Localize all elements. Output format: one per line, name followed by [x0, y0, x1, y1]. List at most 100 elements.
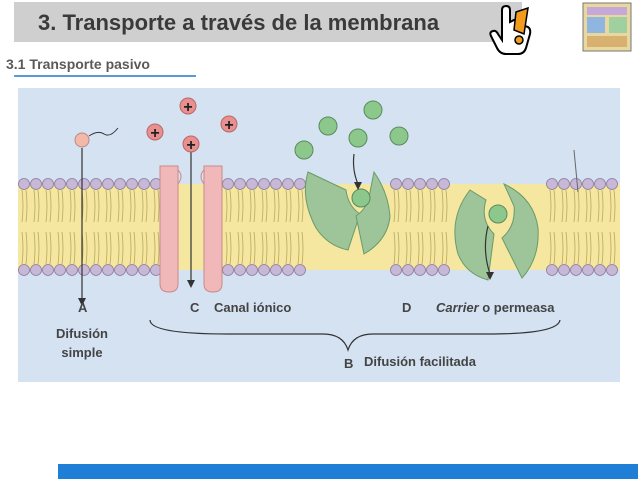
- lipid-tail: [241, 189, 244, 223]
- lipid-head: [246, 264, 258, 276]
- lipid-tail: [105, 231, 108, 265]
- lipid-tail: [145, 231, 148, 265]
- lipid-tail: [33, 231, 36, 265]
- lipid-tail: [261, 231, 264, 265]
- label-a-text-line1: Difusión: [56, 326, 108, 341]
- lipid-tail: [417, 189, 420, 223]
- lipid-tail: [585, 231, 588, 265]
- lipid-tail: [73, 189, 76, 223]
- carrier-entry-arrow: [352, 153, 359, 185]
- lipid-tail: [133, 231, 136, 265]
- lipid-tail: [417, 231, 420, 265]
- label-d-italic: Carrier: [436, 300, 479, 315]
- lipid-tail: [49, 189, 52, 223]
- lipid-head: [558, 178, 570, 190]
- lipid-tail: [93, 189, 96, 223]
- lipid-tail: [409, 231, 412, 265]
- lipid-head: [234, 178, 246, 190]
- lipid-tail: [613, 231, 616, 265]
- lipid-tail: [253, 189, 256, 223]
- lipid-head: [390, 264, 402, 276]
- lipid-tail: [289, 231, 292, 265]
- lipid-tail: [601, 189, 604, 223]
- lipid-tail: [145, 189, 148, 223]
- label-c-letter: C: [190, 300, 200, 315]
- lipid-tail: [397, 231, 400, 265]
- lipid-tail: [421, 231, 424, 265]
- lipid-head: [294, 178, 306, 190]
- lipid-tail: [253, 231, 256, 265]
- lipid-tail: [117, 189, 120, 223]
- page-title: 3. Transporte a través de la membrana: [38, 10, 440, 35]
- lipid-head: [258, 264, 270, 276]
- lipid-head: [606, 264, 618, 276]
- lipid-tail: [553, 189, 556, 223]
- solute-3: [348, 128, 368, 148]
- lipid-tails-bottom: [21, 231, 616, 265]
- lipid-tail: [445, 231, 448, 265]
- lipid-head: [414, 178, 426, 190]
- lipid-tail: [277, 231, 280, 265]
- lipid-tail: [405, 189, 408, 223]
- ion-channel-protein: [159, 165, 223, 293]
- label-d-text: Carrier o permeasa: [436, 300, 555, 315]
- lipid-tail: [261, 189, 264, 223]
- lipid-head: [390, 178, 402, 190]
- lipid-tail: [237, 231, 240, 265]
- lipid-tail: [597, 231, 600, 265]
- lipid-tail: [573, 231, 576, 265]
- footer-accent-bar: [58, 464, 638, 479]
- label-b-text: Difusión facilitada: [364, 354, 476, 369]
- ion-plus-2: +: [146, 123, 164, 142]
- membrane-illustration: + + + +: [18, 97, 620, 353]
- lipid-tail: [589, 189, 592, 223]
- membrane-transport-diagram: + + + +: [18, 88, 620, 382]
- pointing-hand-icon[interactable]: [488, 4, 532, 56]
- lipid-head: [66, 264, 78, 276]
- solute-5: [294, 140, 314, 160]
- lipid-tail: [57, 231, 60, 265]
- ion-plus-sign: +: [150, 125, 159, 142]
- lipid-tail: [109, 189, 112, 223]
- label-a-letter: A: [78, 300, 88, 315]
- lipid-tail: [441, 231, 444, 265]
- lipid-tail: [433, 231, 436, 265]
- label-b-letter: B: [344, 356, 354, 371]
- lipid-head: [30, 264, 42, 276]
- lipid-head: [126, 264, 138, 276]
- ion-plus-3: +: [220, 115, 238, 134]
- lipid-head: [270, 178, 282, 190]
- lipid-tail: [61, 189, 64, 223]
- lipid-head: [30, 178, 42, 190]
- lipid-head: [42, 264, 54, 276]
- lipid-head: [414, 264, 426, 276]
- lipid-heads-bottom: [18, 264, 618, 276]
- lipid-tail: [21, 189, 24, 223]
- lipid-tail: [85, 189, 88, 223]
- lipid-tail: [97, 231, 100, 265]
- facilitated-diffusion-brace: [149, 319, 561, 353]
- lipid-head: [426, 264, 438, 276]
- lipid-tail: [393, 189, 396, 223]
- ion-plus-4: +: [182, 135, 200, 154]
- lipid-tail: [225, 231, 228, 265]
- lipid-tail: [141, 231, 144, 265]
- lipid-tail: [45, 189, 48, 223]
- lipid-tail: [297, 189, 300, 223]
- lipid-head: [66, 178, 78, 190]
- subtitle-underline: [14, 75, 196, 77]
- lipid-tail: [577, 231, 580, 265]
- label-a-text-line2: simple: [61, 345, 103, 360]
- lipid-tail: [393, 231, 396, 265]
- lipid-tail: [601, 231, 604, 265]
- lipid-head: [258, 178, 270, 190]
- solute-4: [389, 126, 409, 146]
- lipid-tail: [553, 231, 556, 265]
- lipid-tail: [277, 189, 280, 223]
- lipid-tail: [73, 231, 76, 265]
- lipid-tail: [613, 189, 616, 223]
- lipid-head: [582, 264, 594, 276]
- lipid-tail: [397, 189, 400, 223]
- lipid-head: [570, 178, 582, 190]
- carrier-protein-closed: [454, 182, 539, 281]
